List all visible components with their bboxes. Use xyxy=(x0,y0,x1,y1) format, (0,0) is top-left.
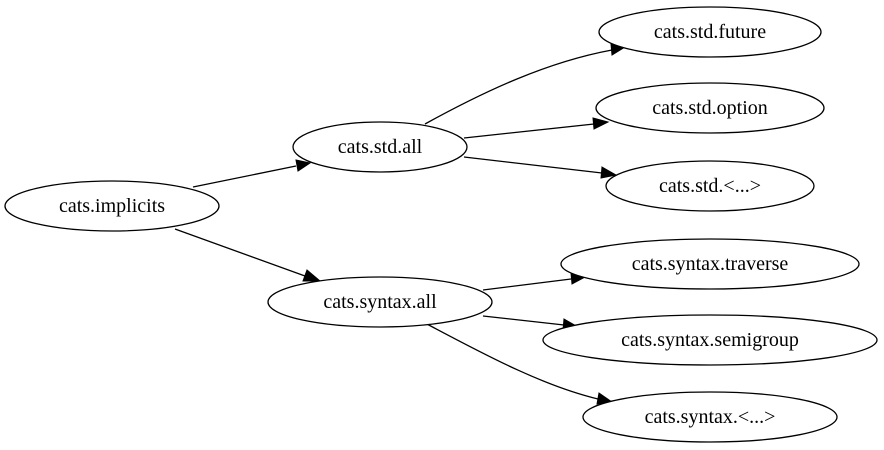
edge-std-all-to-std-future xyxy=(424,43,627,125)
node-label: cats.syntax.all xyxy=(323,291,437,313)
node-label: cats.std.future xyxy=(654,21,766,43)
node-cats-std-all: cats.std.all xyxy=(292,121,468,173)
node-cats-syntax-all: cats.syntax.all xyxy=(267,276,493,328)
node-label: cats.syntax.<...> xyxy=(645,406,776,428)
node-cats-std-more: cats.std.<...> xyxy=(605,160,815,212)
edge-implicits-to-std-all xyxy=(192,159,312,188)
edge-syntax-all-to-syntax-traverse xyxy=(482,272,587,291)
edge-std-all-to-std-option xyxy=(463,117,610,139)
node-cats-syntax-semigroup: cats.syntax.semigroup xyxy=(542,314,878,366)
node-label: cats.std.all xyxy=(338,136,423,158)
edge-std-all-to-std-more xyxy=(463,156,618,179)
node-cats-syntax-more: cats.syntax.<...> xyxy=(582,391,838,443)
node-cats-implicits: cats.implicits xyxy=(4,180,220,232)
node-cats-std-option: cats.std.option xyxy=(595,82,825,134)
node-label: cats.std.<...> xyxy=(659,175,761,197)
edge-implicits-to-syntax-all xyxy=(174,228,322,282)
node-cats-std-future: cats.std.future xyxy=(598,6,822,58)
node-label: cats.implicits xyxy=(59,195,165,217)
node-label: cats.syntax.semigroup xyxy=(621,329,799,351)
node-label: cats.std.option xyxy=(652,97,768,119)
node-label: cats.syntax.traverse xyxy=(632,253,789,275)
node-cats-syntax-traverse: cats.syntax.traverse xyxy=(560,238,860,290)
edge-syntax-all-to-syntax-more xyxy=(424,322,614,405)
